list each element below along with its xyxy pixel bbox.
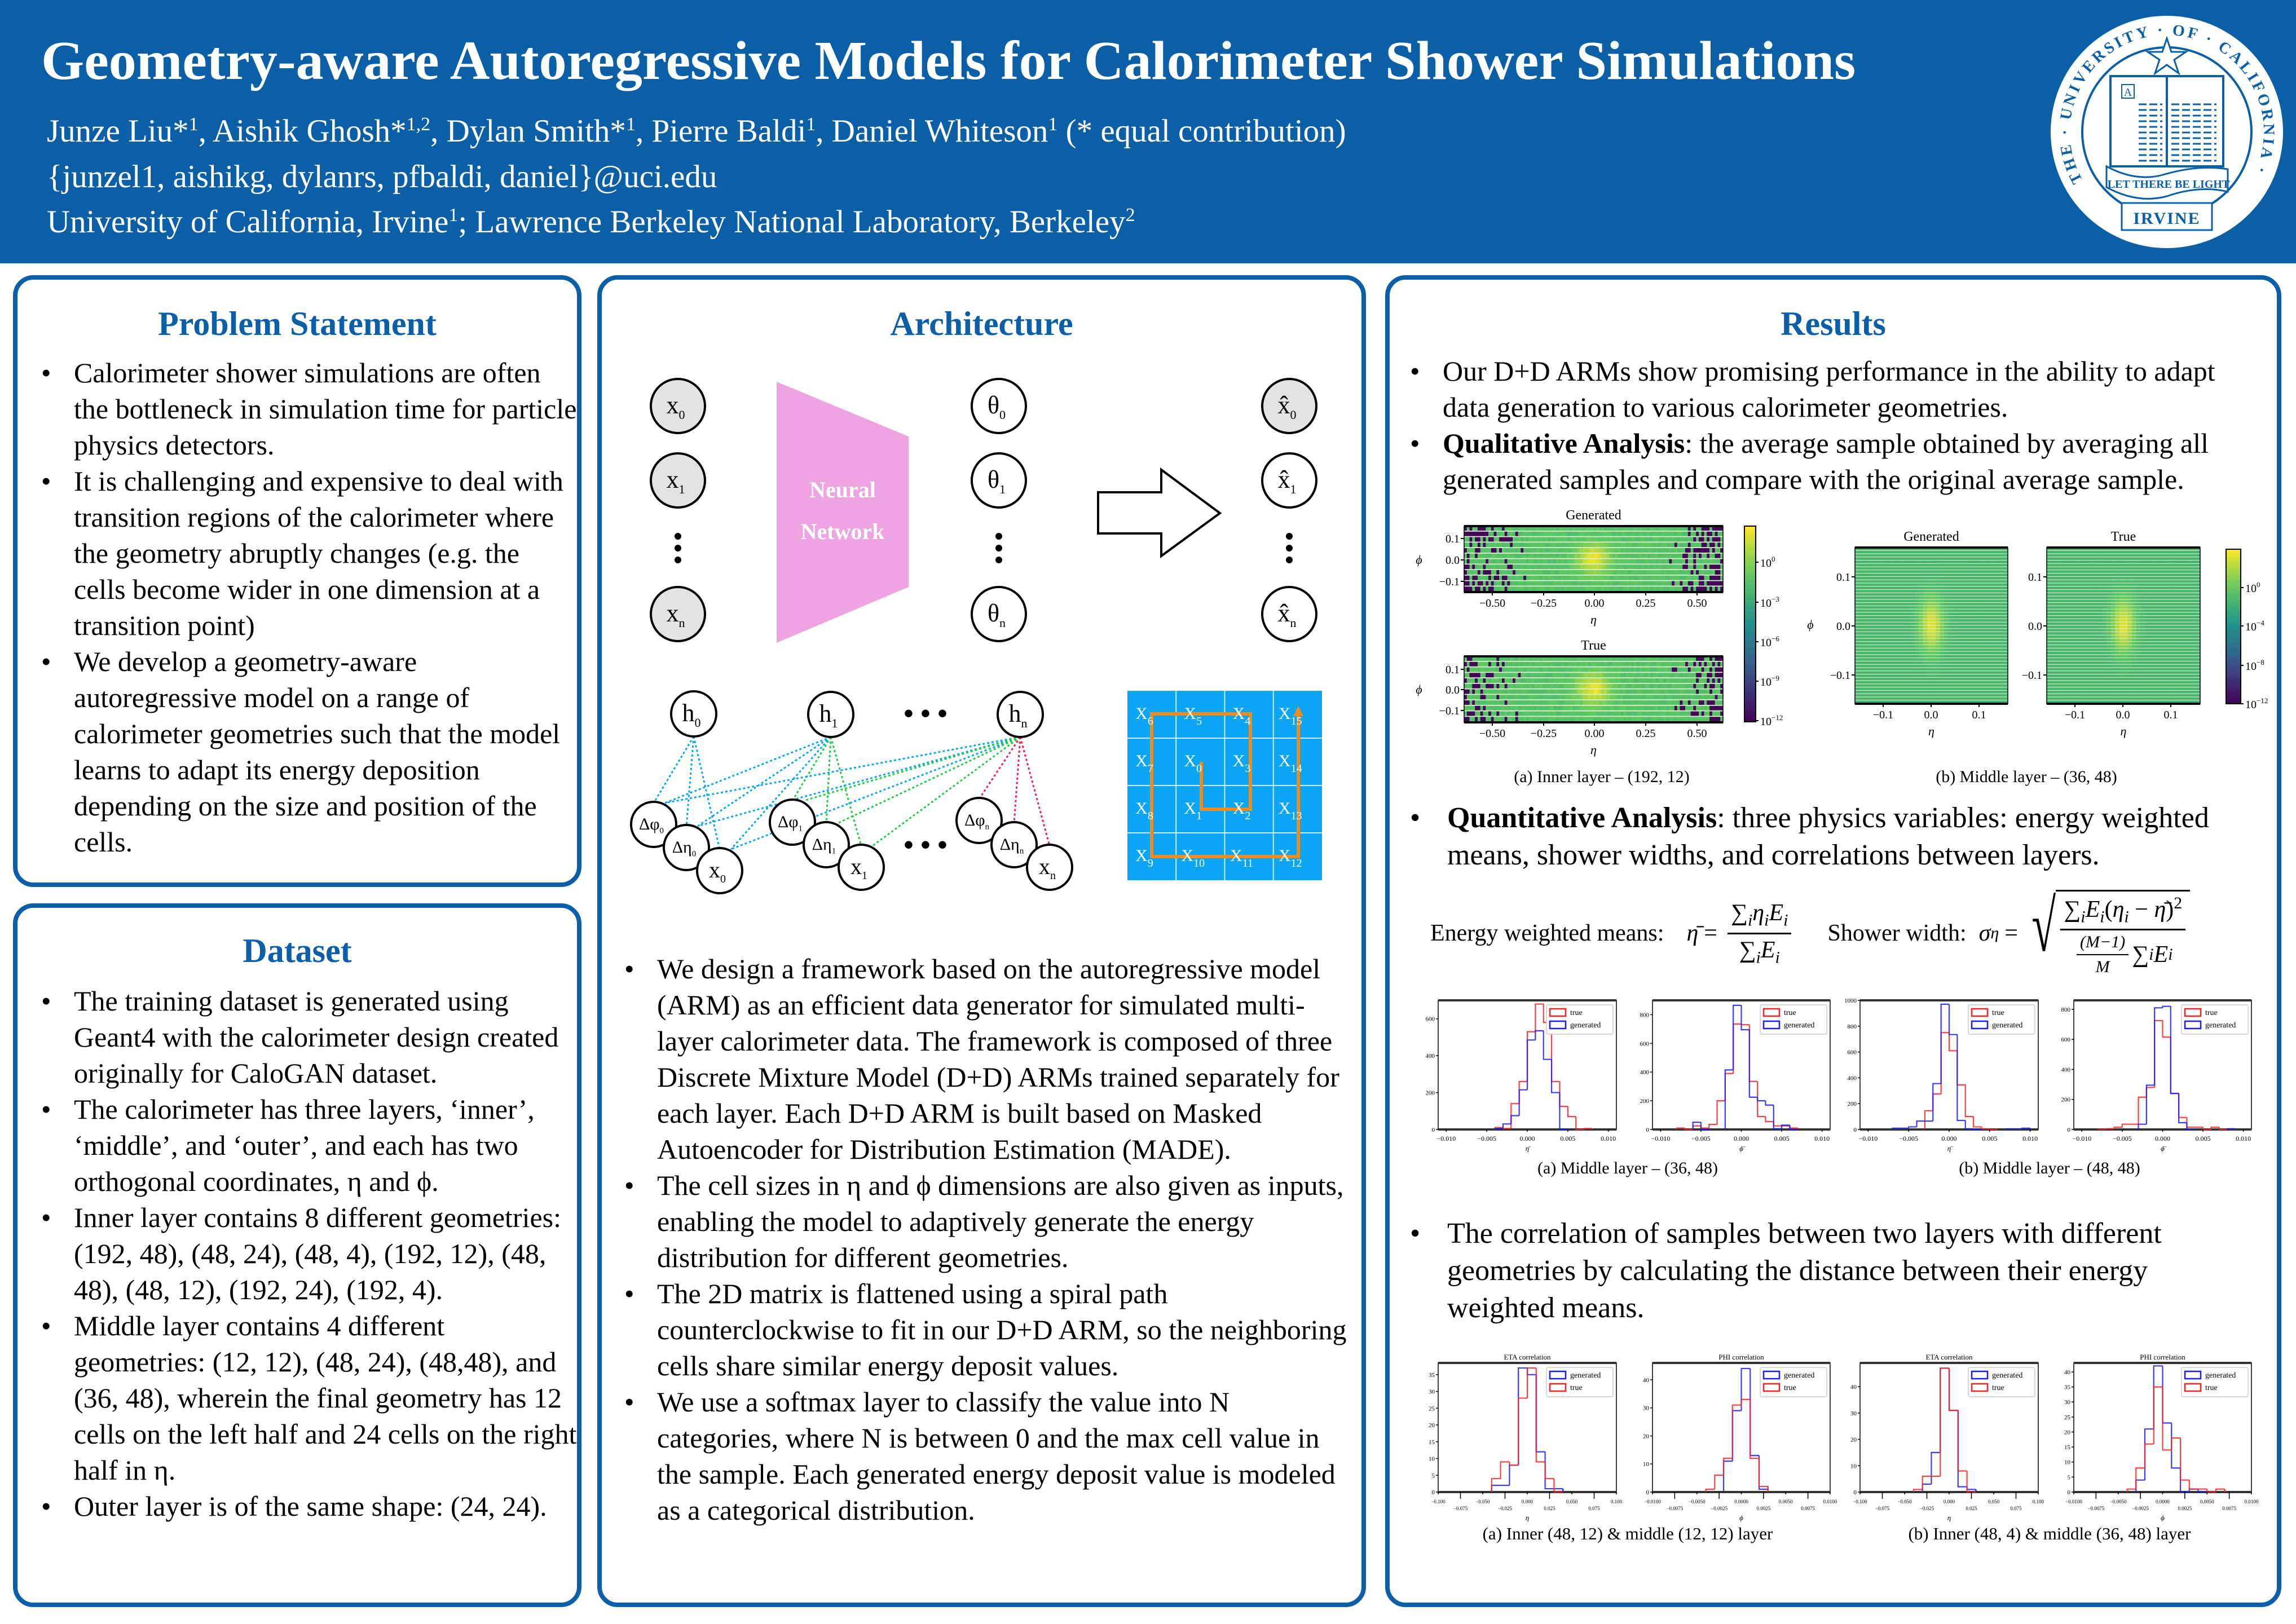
author: Junze Liu*1 xyxy=(47,113,199,149)
section-title: Architecture xyxy=(890,305,1073,342)
bullet: Our D+D ARMs show promising performance … xyxy=(1410,353,2264,425)
poster-title: Geometry-aware Autoregressive Models for… xyxy=(41,30,1856,91)
bullet: We develop a geometry-aware autoregressi… xyxy=(41,643,577,860)
bullet: The cell sizes in η and ϕ dimensions are… xyxy=(624,1167,1352,1276)
author-note: (* equal contribution) xyxy=(1065,113,1346,149)
dataset-bullets: The training dataset is generated using … xyxy=(41,983,580,1524)
ewm-fraction: ∑iηiEi ∑iEi xyxy=(1727,899,1792,967)
author: Pierre Baldi1 xyxy=(651,113,816,149)
section-title: Problem Statement xyxy=(158,305,437,342)
author: Daniel Whiteson1 xyxy=(831,113,1058,149)
bullet: The calorimeter has three layers, ‘inner… xyxy=(41,1091,580,1199)
problem-statement-panel: Problem Statement Calorimeter shower sim… xyxy=(13,275,581,887)
bullet: The 2D matrix is flattened using a spira… xyxy=(624,1276,1352,1384)
bullet: Qualitative Analysis: the average sample… xyxy=(1410,425,2264,497)
eta-bar-symbol: η̄ xyxy=(1686,920,1699,947)
author-line: Junze Liu*1, Aishik Ghosh*1,2, Dylan Smi… xyxy=(47,113,1346,149)
author: Aishik Ghosh*1,2 xyxy=(213,113,431,149)
equals: = xyxy=(1704,920,1717,947)
sigma-symbol: σ xyxy=(1978,920,1991,947)
qualitative-lead: Qualitative Analysis xyxy=(1443,427,1685,459)
bullet: It is challenging and expensive to deal … xyxy=(41,463,577,643)
sw-label: Shower width: xyxy=(1827,920,1967,947)
affiliations-line: University of California, Irvine1; Lawre… xyxy=(47,204,1135,240)
affiliation: University of California, Irvine1 xyxy=(47,204,459,240)
dataset-panel: Dataset The training dataset is generate… xyxy=(13,903,581,1607)
bullet: The training dataset is generated using … xyxy=(41,983,580,1091)
poster-header: Geometry-aware Autoregressive Models for… xyxy=(0,0,2296,263)
bullet: Quantitative Analysis: three physics var… xyxy=(1410,800,2264,874)
architecture-bullets: We design a framework based on the autor… xyxy=(624,951,1352,1528)
results-bullets-quant: Quantitative Analysis: three physics var… xyxy=(1410,800,2264,874)
emails: {junzel1, aishikg, dylanrs, pfbaldi, dan… xyxy=(47,159,717,195)
affiliation: Lawrence Berkeley National Laboratory, B… xyxy=(475,204,1135,240)
problem-bullets: Calorimeter shower simulations are often… xyxy=(41,355,577,860)
architecture-panel: Architecture We design a framework based… xyxy=(597,275,1366,1607)
results-bullets-corr: The correlation of samples between two l… xyxy=(1410,1215,2256,1327)
bullet: Inner layer contains 8 different geometr… xyxy=(41,1199,580,1308)
equals: = xyxy=(2004,920,2018,947)
author: Dylan Smith*1 xyxy=(446,113,636,149)
bullet: We use a softmax layer to classify the v… xyxy=(624,1384,1352,1528)
bullet: The correlation of samples between two l… xyxy=(1410,1215,2256,1327)
bullet: Calorimeter shower simulations are often… xyxy=(41,355,577,463)
bullet: We design a framework based on the autor… xyxy=(624,951,1352,1167)
section-title: Dataset xyxy=(243,932,352,969)
section-title: Results xyxy=(1781,305,1886,342)
bullet: Middle layer contains 4 different geomet… xyxy=(41,1308,580,1488)
bullet: Outer layer is of the same shape: (24, 2… xyxy=(41,1488,580,1524)
quantitative-lead: Quantitative Analysis xyxy=(1447,802,1717,834)
results-bullets-top: Our D+D ARMs show promising performance … xyxy=(1410,353,2264,497)
formulas: Energy weighted means: η̄ = ∑iηiEi ∑iEi … xyxy=(1430,890,2191,977)
ewm-label: Energy weighted means: xyxy=(1430,920,1664,947)
